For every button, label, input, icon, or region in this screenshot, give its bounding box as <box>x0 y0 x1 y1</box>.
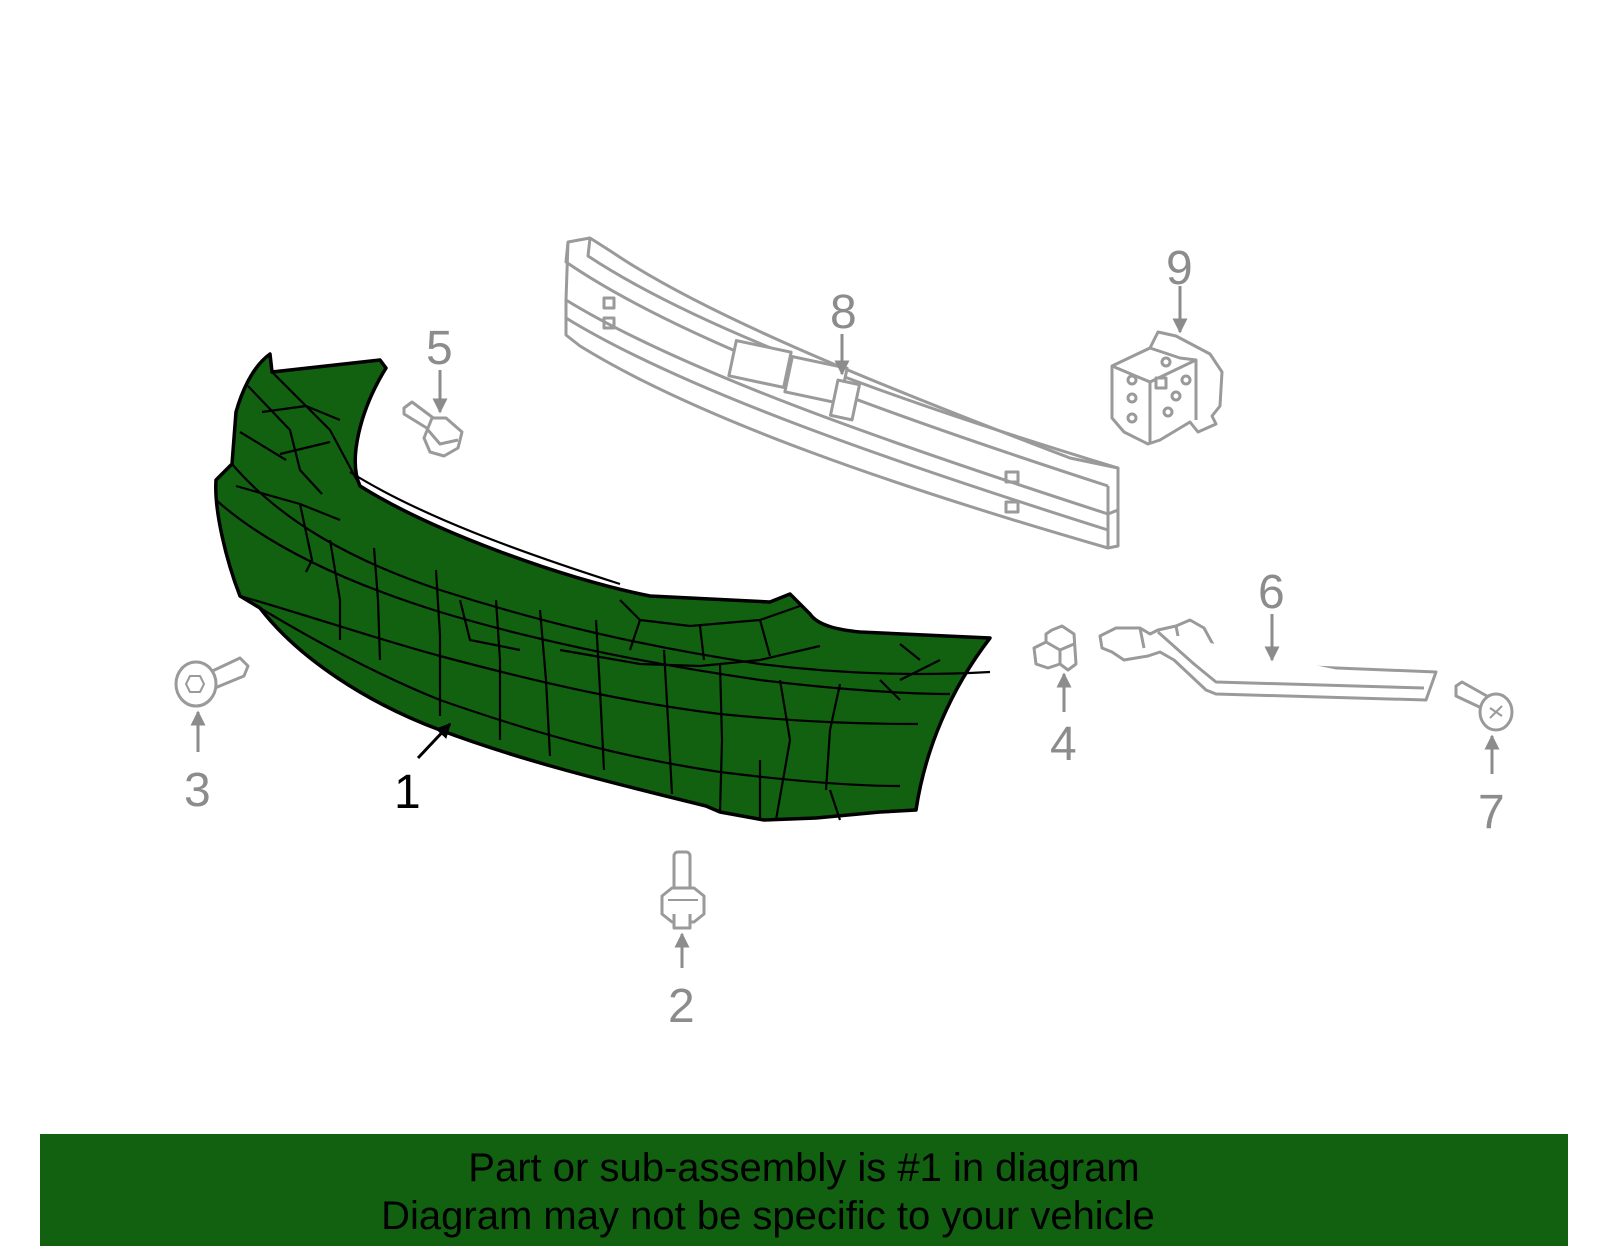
part-7-screw[interactable] <box>1454 680 1514 732</box>
part-4-clip-nut[interactable] <box>1032 624 1078 672</box>
info-banner: Part or sub-assembly is #1 in diagram Di… <box>40 1134 1568 1246</box>
banner-line-part: Part or sub-assembly is #1 in diagram <box>468 1146 1140 1190</box>
banner-line-disclaimer: Diagram may not be specific to your vehi… <box>381 1194 1155 1238</box>
callout-leaders <box>190 286 1500 968</box>
part-9-bracket[interactable] <box>1110 330 1224 446</box>
part-3-screw[interactable] <box>174 656 250 708</box>
callout-9[interactable]: 9 <box>1166 242 1193 295</box>
leader-1 <box>416 722 452 760</box>
part-2-bolt[interactable] <box>660 850 706 930</box>
callout-2[interactable]: 2 <box>668 980 695 1033</box>
callout-7[interactable]: 7 <box>1478 786 1505 839</box>
part-8-reinforcement-beam[interactable] <box>564 236 1120 550</box>
part-1-bumper-cover[interactable] <box>214 352 992 822</box>
callout-8[interactable]: 8 <box>830 286 857 339</box>
callout-3[interactable]: 3 <box>184 764 211 817</box>
part-6-side-bracket[interactable] <box>1098 618 1438 702</box>
part-5-clip[interactable] <box>402 400 464 458</box>
callout-labels: 1 2 3 4 5 6 7 8 9 <box>184 242 1505 1033</box>
callout-6[interactable]: 6 <box>1258 566 1285 619</box>
callout-1[interactable]: 1 <box>394 766 421 819</box>
callout-4[interactable]: 4 <box>1050 718 1077 771</box>
callout-5[interactable]: 5 <box>426 322 453 375</box>
